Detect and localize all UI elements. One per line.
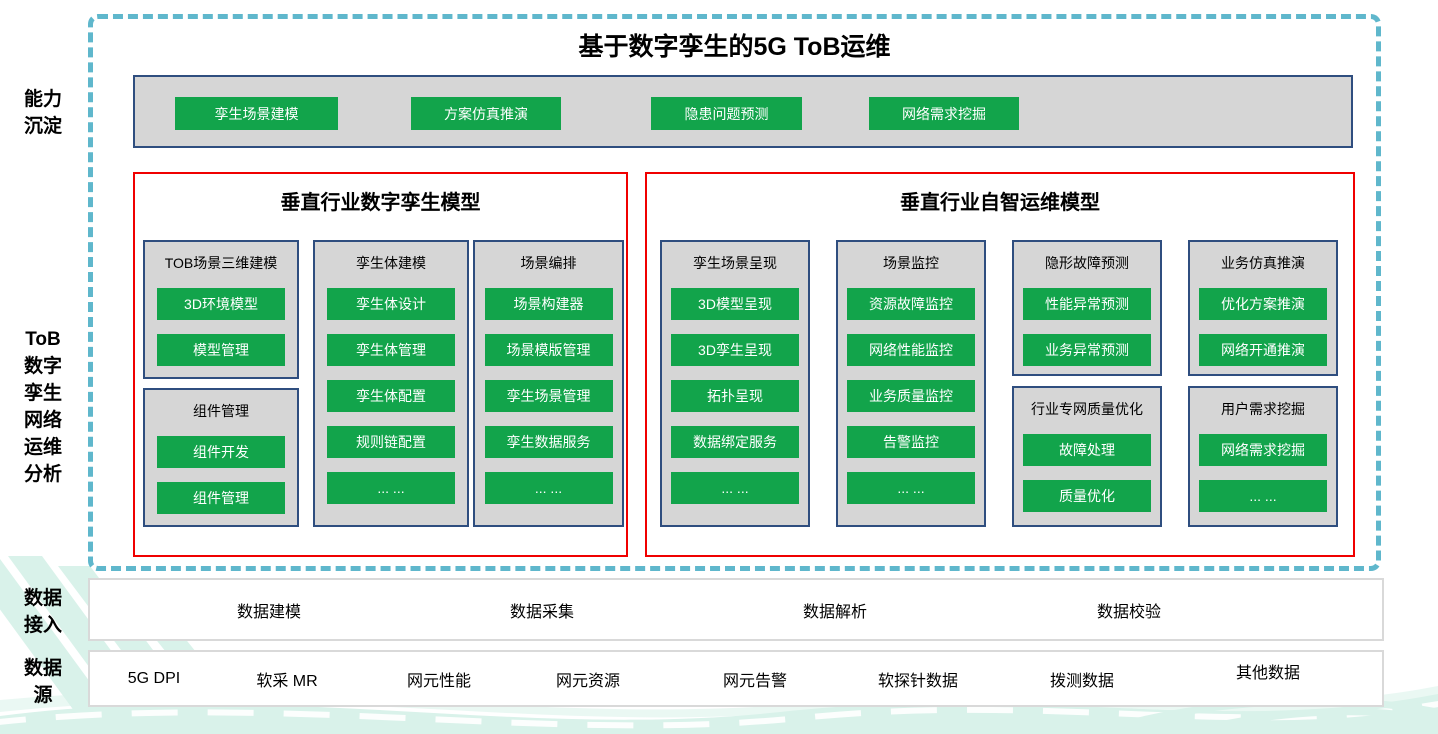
panel-items: 网络需求挖掘 ... ... (1190, 434, 1336, 512)
panel-private-network-quality-optimization: 行业专网质量优化 故障处理 质量优化 (1012, 386, 1162, 527)
module-chip: 网络开通推演 (1199, 334, 1327, 366)
intelligent-ops-model-box: 垂直行业自智运维模型 孪生场景呈现 3D模型呈现 3D孪生呈现 拓扑呈现 数据绑… (645, 172, 1355, 557)
module-chip: 3D环境模型 (157, 288, 285, 320)
module-chip: ... ... (671, 472, 799, 504)
panel-twin-body-modeling: 孪生体建模 孪生体设计 孪生体管理 孪生体配置 规则链配置 ... ... (313, 240, 469, 527)
data-source-item: 网元资源 (555, 672, 621, 690)
module-chip: 组件开发 (157, 436, 285, 468)
panel-items: 3D模型呈现 3D孪生呈现 拓扑呈现 数据绑定服务 ... ... (662, 288, 808, 504)
dashed-frame (88, 14, 1381, 571)
data-source-item: 网元告警 (722, 672, 788, 690)
digital-twin-model-box-title: 垂直行业数字孪生模型 (280, 192, 481, 214)
module-chip: 告警监控 (847, 426, 975, 458)
panel-header: 场景监控 (883, 255, 939, 271)
panel-items: 故障处理 质量优化 (1014, 434, 1160, 512)
data-source-item: 其他数据 (1235, 664, 1301, 682)
left-label-tob-analysis: ToB 数字 孪生 网络 运维 分析 (23, 329, 62, 485)
panel-header: TOB场景三维建模 (164, 255, 278, 271)
capability-chip-twin-scene-modeling: 孪生场景建模 (175, 97, 338, 130)
left-label-capability: 能力 沉淀 (23, 89, 62, 137)
module-chip: 孪生数据服务 (484, 426, 613, 458)
module-chip: 组件管理 (157, 482, 285, 514)
data-access-row: 数据建模 数据采集 数据解析 数据校验 (88, 578, 1384, 641)
data-access-item: 数据建模 (236, 603, 302, 621)
panel-header: 业务仿真推演 (1221, 255, 1305, 271)
module-chip: 网络性能监控 (847, 334, 975, 366)
left-label-data-source: 数据 源 (23, 658, 62, 706)
panel-header: 隐形故障预测 (1045, 255, 1129, 271)
data-access-item: 数据采集 (509, 603, 575, 621)
panel-tob-3d-modeling: TOB场景三维建模 3D环境模型 模型管理 (143, 240, 299, 379)
panel-header: 组件管理 (193, 403, 249, 419)
module-chip: 数据绑定服务 (671, 426, 799, 458)
module-chip: 资源故障监控 (847, 288, 975, 320)
panel-service-simulation-deduction: 业务仿真推演 优化方案推演 网络开通推演 (1188, 240, 1338, 376)
panel-items: 组件开发 组件管理 (145, 436, 297, 514)
panel-items: 资源故障监控 网络性能监控 业务质量监控 告警监控 ... ... (838, 288, 984, 504)
module-chip: 规则链配置 (327, 426, 455, 458)
module-chip: 质量优化 (1023, 480, 1151, 512)
panel-items: 性能异常预测 业务异常预测 (1014, 288, 1160, 366)
module-chip: 场景模版管理 (484, 334, 613, 366)
module-chip: 业务质量监控 (847, 380, 975, 412)
panel-component-management: 组件管理 组件开发 组件管理 (143, 388, 299, 527)
module-chip: 3D模型呈现 (671, 288, 799, 320)
module-chip: 拓扑呈现 (671, 380, 799, 412)
module-chip: 孪生场景管理 (484, 380, 613, 412)
panel-hidden-fault-prediction: 隐形故障预测 性能异常预测 业务异常预测 (1012, 240, 1162, 376)
module-chip: 3D孪生呈现 (671, 334, 799, 366)
panel-header: 孪生场景呈现 (693, 255, 777, 271)
panel-header: 场景编排 (520, 255, 577, 271)
panel-items: 优化方案推演 网络开通推演 (1190, 288, 1336, 366)
capability-chip-network-demand-mining: 网络需求挖掘 (869, 97, 1019, 130)
module-chip: 模型管理 (157, 334, 285, 366)
intelligent-ops-model-box-title: 垂直行业自智运维模型 (900, 192, 1100, 214)
module-chip: ... ... (847, 472, 975, 504)
panel-header: 孪生体建模 (356, 255, 426, 271)
digital-twin-model-box: 垂直行业数字孪生模型 TOB场景三维建模 3D环境模型 模型管理 组件管理 组件… (133, 172, 628, 557)
panel-header: 行业专网质量优化 (1031, 401, 1143, 417)
module-chip: 故障处理 (1023, 434, 1151, 466)
panel-items: 3D环境模型 模型管理 (145, 288, 297, 366)
panel-items: 孪生体设计 孪生体管理 孪生体配置 规则链配置 ... ... (315, 288, 467, 504)
module-chip: 孪生体配置 (327, 380, 455, 412)
data-source-item: 5G DPI (127, 669, 181, 687)
module-chip: ... ... (327, 472, 455, 504)
data-access-item: 数据校验 (1096, 603, 1162, 621)
module-chip: 孪生体管理 (327, 334, 455, 366)
data-source-row: 5G DPI 软采 MR 网元性能 网元资源 网元告警 软探针数据 拨测数据 其… (88, 650, 1384, 707)
capability-chip-hidden-issue-prediction: 隐患问题预测 (651, 97, 802, 130)
data-access-item: 数据解析 (802, 603, 868, 621)
data-source-item: 软探针数据 (877, 672, 959, 690)
page-title: 基于数字孪生的5G ToB运维 (578, 33, 891, 61)
module-chip: ... ... (1199, 480, 1327, 512)
panel-user-demand-mining: 用户需求挖掘 网络需求挖掘 ... ... (1188, 386, 1338, 527)
module-chip: 孪生体设计 (327, 288, 455, 320)
panel-twin-scene-presentation: 孪生场景呈现 3D模型呈现 3D孪生呈现 拓扑呈现 数据绑定服务 ... ... (660, 240, 810, 527)
module-chip: 业务异常预测 (1023, 334, 1151, 366)
capability-bar: 孪生场景建模 方案仿真推演 隐患问题预测 网络需求挖掘 (133, 75, 1353, 148)
panel-scene-orchestration: 场景编排 场景构建器 场景模版管理 孪生场景管理 孪生数据服务 ... ... (473, 240, 624, 527)
panel-scene-monitoring: 场景监控 资源故障监控 网络性能监控 业务质量监控 告警监控 ... ... (836, 240, 986, 527)
panel-items: 场景构建器 场景模版管理 孪生场景管理 孪生数据服务 ... ... (475, 288, 622, 504)
panel-header: 用户需求挖掘 (1221, 401, 1305, 417)
module-chip: 网络需求挖掘 (1199, 434, 1327, 466)
module-chip: ... ... (484, 472, 613, 504)
module-chip: 优化方案推演 (1199, 288, 1327, 320)
left-label-data-access: 数据 接入 (23, 588, 62, 636)
data-source-item: 网元性能 (406, 672, 472, 690)
module-chip: 场景构建器 (484, 288, 613, 320)
capability-chip-simulation-deduction: 方案仿真推演 (411, 97, 561, 130)
module-chip: 性能异常预测 (1023, 288, 1151, 320)
data-source-item: 软采 MR (256, 672, 318, 690)
data-source-item: 拨测数据 (1049, 672, 1115, 690)
